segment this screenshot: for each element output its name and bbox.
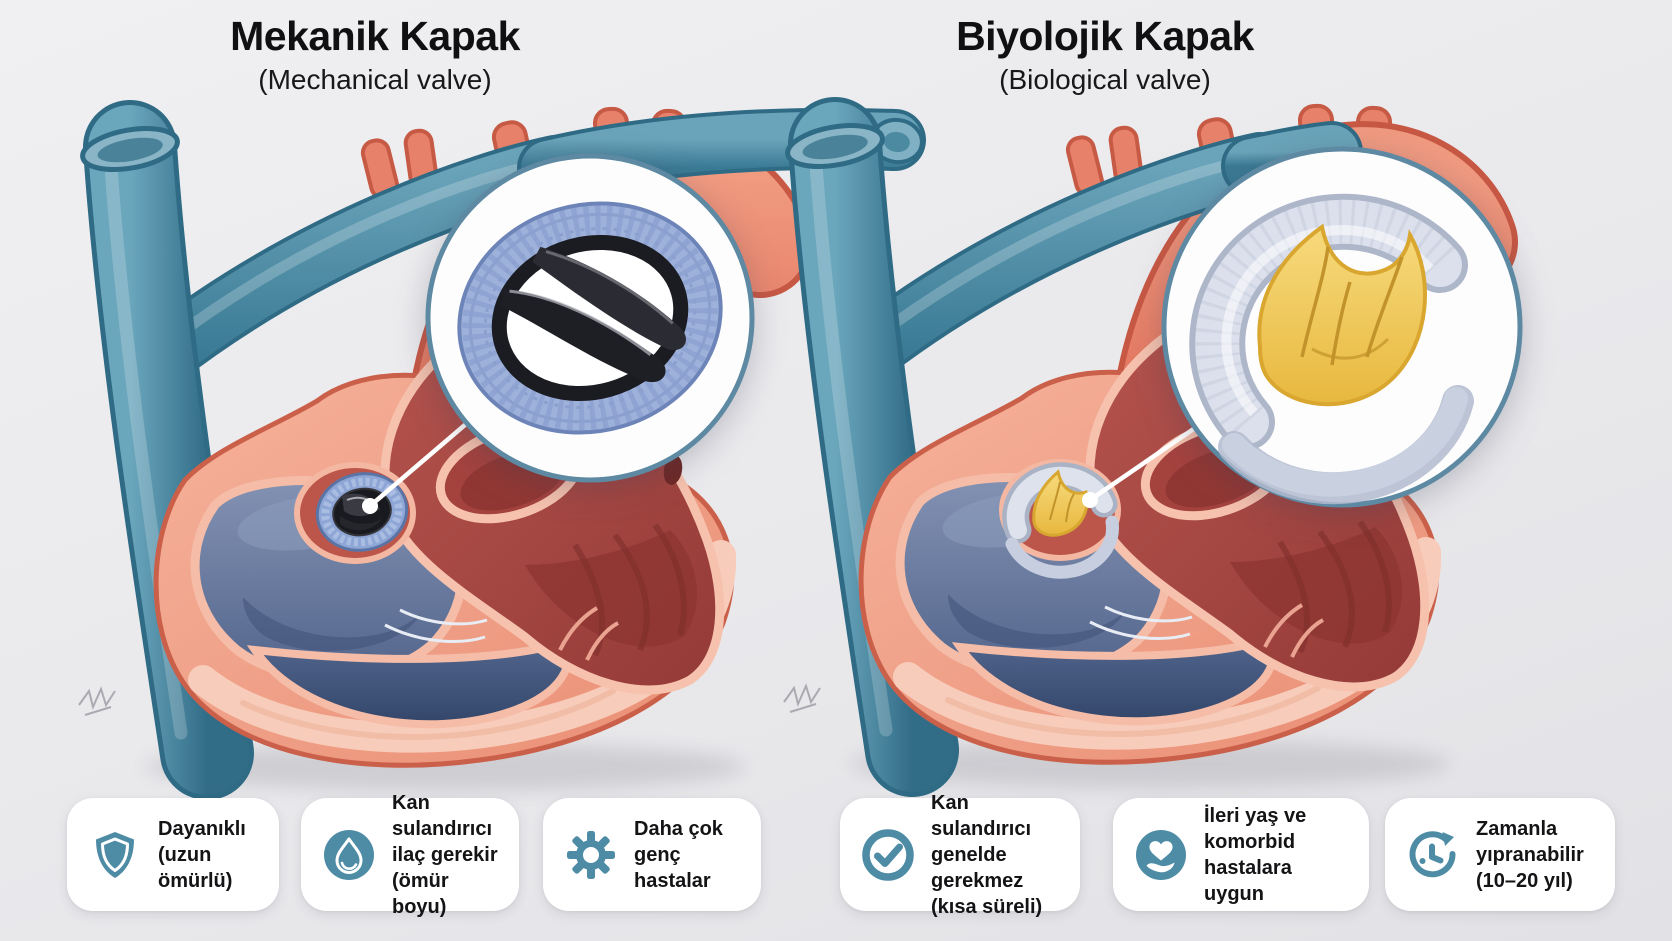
card-wears-out-text: Zamanla yıpranabilir (10–20 yıl) (1476, 817, 1584, 892)
card-young-patients-text: Daha çok genç hastalar (634, 817, 723, 892)
pointer-anchor-dot (362, 498, 378, 514)
card-blood-thinner-required: Kan sulandırıcı ilaç gerekir (ömür boyu) (301, 792, 519, 918)
card-blood-thinner-required-text: Kan sulandırıcı ilaç gerekir (ömür boyu) (392, 791, 498, 918)
implanted-mechanical-valve (315, 472, 409, 552)
heart-illustration-mechanical (79, 108, 926, 791)
card-no-blood-thinner-text: Kan sulandırıcı genelde gerekmez (kısa s… (931, 791, 1043, 918)
biological-panel-title: Biyolojik Kapak (956, 13, 1254, 59)
mechanical-panel-title: Mekanik Kapak (230, 13, 520, 59)
droplet-icon (324, 829, 374, 880)
biological-panel-header: Biyolojik Kapak (Biological valve) (788, 13, 1422, 96)
pointer-anchor-dot (1082, 492, 1098, 508)
card-young-patients: Daha çok genç hastalar (543, 798, 761, 911)
mechanical-panel-header: Mekanik Kapak (Mechanical valve) (55, 13, 695, 96)
shield-icon (96, 831, 134, 878)
heart-hand-icon (1136, 829, 1186, 880)
card-elderly-patients-text: İleri yaş ve komorbid hastalara uygun (1204, 804, 1307, 905)
card-wears-out: Zamanla yıpranabilir (10–20 yıl) (1385, 798, 1615, 911)
heart-illustration-biological (784, 105, 1523, 788)
implanted-biological-valve (1002, 462, 1119, 579)
gear-icon (567, 830, 615, 879)
mechanical-panel-subtitle: (Mechanical valve) (258, 64, 492, 96)
card-elderly-patients: İleri yaş ve komorbid hastalara uygun (1113, 798, 1369, 911)
callout-pointer-line (368, 422, 468, 508)
mechanical-valve-callout (425, 153, 755, 483)
card-durable: Dayanıklı (uzun ömürlü) (67, 798, 279, 911)
check-circle-icon (862, 828, 914, 881)
biological-valve-callout (1161, 146, 1523, 508)
biological-panel-subtitle: (Biological valve) (999, 64, 1211, 96)
clock-history-icon (1409, 830, 1456, 877)
vein-cut-end (870, 117, 924, 165)
card-no-blood-thinner: Kan sulandırıcı genelde gerekmez (kısa s… (840, 792, 1080, 918)
card-durable-text: Dayanıklı (uzun ömürlü) (158, 817, 246, 892)
callout-pointer-line (1088, 426, 1197, 502)
